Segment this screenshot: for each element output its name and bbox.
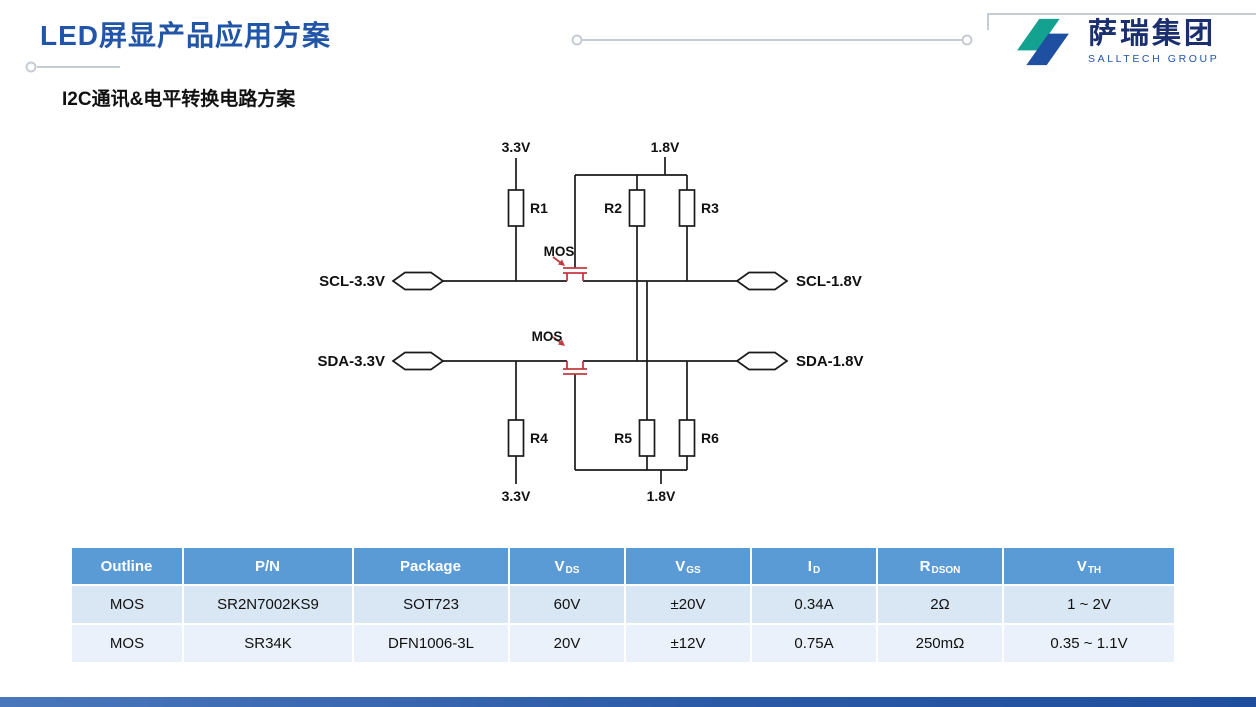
mos-label-scl: MOS bbox=[544, 244, 575, 259]
column-header-sub: TH bbox=[1087, 564, 1102, 576]
resistors bbox=[507, 189, 696, 457]
rail-label-top-right: 1.8V bbox=[651, 139, 680, 155]
salltech-logo: 萨瑞集团 SALLTECH GROUP bbox=[1006, 12, 1219, 72]
table-cell: 0.75A bbox=[752, 625, 876, 662]
table-cell: 2Ω bbox=[878, 586, 1002, 623]
table-cell: 0.34A bbox=[752, 586, 876, 623]
page-title: LED屏显产品应用方案 bbox=[40, 20, 332, 51]
rail-label-bottom-right: 1.8V bbox=[647, 488, 676, 504]
logo-text: 萨瑞集团 SALLTECH GROUP bbox=[1088, 17, 1220, 66]
table-cell: MOS bbox=[72, 625, 182, 662]
column-header-label: P/N bbox=[254, 557, 280, 575]
logo-company-name: 萨瑞集团 bbox=[1088, 17, 1217, 50]
logo-group-name: SALLTECH GROUP bbox=[1088, 53, 1220, 66]
net-flag-sda-right bbox=[735, 351, 789, 371]
column-header-sub: D bbox=[812, 564, 821, 576]
table-cell: 0.35 ~ 1.1V bbox=[1004, 625, 1174, 662]
column-header-outline: Outline bbox=[72, 548, 182, 584]
resistor-label-r1: R1 bbox=[530, 200, 548, 216]
net-flags bbox=[391, 271, 789, 371]
column-header-sub: DSON bbox=[931, 564, 961, 576]
bottom-accent-bar bbox=[0, 697, 1256, 707]
resistor-r1-body bbox=[507, 189, 525, 227]
decor-circle bbox=[25, 61, 37, 73]
column-header-label: I bbox=[807, 557, 812, 575]
table-cell: 250mΩ bbox=[878, 625, 1002, 662]
table-cell: MOS bbox=[72, 586, 182, 623]
column-header-sub: DS bbox=[565, 564, 580, 576]
table-cell: SR2N7002KS9 bbox=[184, 586, 352, 623]
table-cell: SR34K bbox=[184, 625, 352, 662]
logo-blue-shape bbox=[1026, 33, 1069, 66]
column-header-label: Outline bbox=[100, 557, 153, 575]
circuit-wires bbox=[443, 157, 737, 484]
column-header-label: V bbox=[554, 557, 565, 575]
decor-circle bbox=[571, 34, 583, 46]
column-header-label: V bbox=[1076, 557, 1087, 575]
table-cell: SOT723 bbox=[354, 586, 508, 623]
table-cell: DFN1006-3L bbox=[354, 625, 508, 662]
net-label-sda-right: SDA-1.8V bbox=[796, 353, 864, 370]
resistor-r5-body bbox=[638, 419, 656, 457]
resistor-r3-body bbox=[678, 189, 696, 227]
column-header-label: Package bbox=[400, 557, 461, 575]
resistor-r4-body bbox=[507, 419, 525, 457]
circuit-diagram: 3.3V 1.8V R1 R2 R3 MOS SCL-3.3V SCL-1.8V… bbox=[317, 139, 864, 504]
column-header-label: R bbox=[919, 557, 931, 575]
resistor-label-r6: R6 bbox=[701, 430, 719, 446]
table-cell: 20V bbox=[510, 625, 624, 662]
resistor-label-r3: R3 bbox=[701, 200, 719, 216]
table-cell: 60V bbox=[510, 586, 624, 623]
table-cell: 1 ~ 2V bbox=[1004, 586, 1174, 623]
decor-circle bbox=[961, 34, 973, 46]
column-header-label: V bbox=[675, 557, 686, 575]
mosfet-sda bbox=[552, 336, 587, 375]
resistor-label-r5: R5 bbox=[614, 430, 632, 446]
net-flag-scl-left bbox=[391, 271, 445, 291]
net-label-scl-left: SCL-3.3V bbox=[319, 273, 385, 290]
logo-teal-shape bbox=[1017, 18, 1060, 51]
column-header-pn: P/N bbox=[184, 548, 352, 584]
resistor-label-r2: R2 bbox=[604, 200, 622, 216]
net-label-sda-left: SDA-3.3V bbox=[317, 353, 385, 370]
table-cell: ±20V bbox=[626, 586, 750, 623]
salltech-logo-mark bbox=[1017, 18, 1069, 66]
net-flag-scl-right bbox=[735, 271, 789, 291]
table-cell: ±12V bbox=[626, 625, 750, 662]
net-flag-sda-left bbox=[391, 351, 445, 371]
mos-arrow-icon bbox=[558, 339, 565, 346]
mos-arrow-icon bbox=[558, 259, 565, 266]
rail-label-bottom-left: 3.3V bbox=[502, 488, 531, 504]
column-header-sub: GS bbox=[686, 564, 701, 576]
resistor-r6-body bbox=[678, 419, 696, 457]
section-subtitle: I2C通讯&电平转换电路方案 bbox=[62, 89, 296, 110]
mos-label-sda: MOS bbox=[532, 329, 563, 344]
resistor-r2-body bbox=[628, 189, 646, 227]
column-header-package: Package bbox=[354, 548, 508, 584]
mosfet-scl bbox=[552, 256, 587, 281]
net-label-scl-right: SCL-1.8V bbox=[796, 273, 862, 290]
rail-label-top-left: 3.3V bbox=[502, 139, 531, 155]
resistor-label-r4: R4 bbox=[530, 430, 548, 446]
